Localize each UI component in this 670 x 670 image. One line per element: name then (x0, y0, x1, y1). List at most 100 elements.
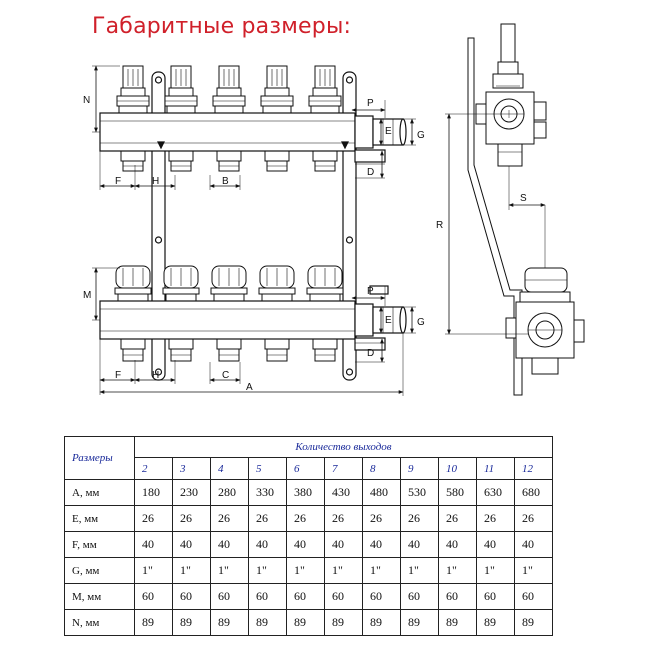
valve-head (306, 265, 344, 302)
dim-label-f-top: F (115, 176, 121, 187)
table-cell: 26 (438, 505, 477, 532)
side-bottom-outlet (531, 357, 559, 375)
outlet-count-cell: 7 (324, 457, 363, 480)
table-cell: 40 (286, 531, 325, 558)
table-cell: 26 (248, 505, 287, 532)
bracket-hole (154, 76, 163, 84)
table-corner-label: Размеры (64, 436, 135, 480)
table-cell: 430 (324, 479, 363, 506)
bracket-hole (154, 368, 163, 376)
outlet-count-cell: 2 (134, 457, 173, 480)
dim-label-d-bottom: D (367, 348, 374, 359)
outlet-fitting (312, 150, 338, 172)
side-dimension-lines (445, 110, 546, 335)
table-cell: 480 (362, 479, 401, 506)
table-cell: 89 (134, 609, 173, 636)
table-caption-row: Размеры Количество выходов (64, 436, 553, 480)
outlet-fitting (120, 150, 146, 172)
flowmeter (260, 65, 294, 114)
table-cell: 1" (210, 557, 249, 584)
table-cell: 1" (514, 557, 553, 584)
dim-label-r: R (436, 220, 443, 231)
row-label: M, мм (64, 583, 135, 610)
dim-label-b: B (222, 176, 229, 187)
table-cell: 60 (248, 583, 287, 610)
outlet-count-cell: 6 (286, 457, 325, 480)
dimension-lines (92, 65, 416, 396)
dim-label-g-bottom: G (417, 317, 425, 328)
dim-label-s: S (520, 193, 527, 204)
bracket-hole (345, 236, 354, 244)
row-label: F, мм (64, 531, 135, 558)
bracket-hole (345, 368, 354, 376)
flowmeter (116, 65, 150, 114)
outlet-fitting (168, 338, 194, 362)
table-cell: 89 (400, 609, 439, 636)
outlet-fitting (120, 338, 146, 362)
table-cell: 230 (172, 479, 211, 506)
table-cell: 530 (400, 479, 439, 506)
flowmeter-row (116, 65, 342, 114)
end-cap-face (399, 118, 407, 146)
table-cell: 40 (172, 531, 211, 558)
table-cell: 40 (476, 531, 515, 558)
table-cell: 1" (286, 557, 325, 584)
outlet-fitting (264, 150, 290, 172)
end-nut (354, 115, 374, 149)
table-cell: 26 (514, 505, 553, 532)
outlet-fitting (216, 338, 242, 362)
table-cell: 60 (476, 583, 515, 610)
table-cell: 40 (210, 531, 249, 558)
table-cell: 60 (400, 583, 439, 610)
top-fitting (369, 285, 389, 295)
bottom-outlet-row (120, 338, 338, 362)
end-cap (372, 118, 404, 146)
table-cell: 40 (438, 531, 477, 558)
table-cell: 1" (324, 557, 363, 584)
table-cell: 89 (438, 609, 477, 636)
return-manifold-bar (99, 285, 407, 351)
table-cell: 40 (134, 531, 173, 558)
dim-label-d-top: D (367, 167, 374, 178)
table-cell: 89 (248, 609, 287, 636)
table-cell: 60 (324, 583, 363, 610)
table-cell: 330 (248, 479, 287, 506)
row-label: G, мм (64, 557, 135, 584)
dim-label-c: C (222, 370, 229, 381)
table-cell: 60 (362, 583, 401, 610)
table-cell: 380 (286, 479, 325, 506)
outlet-fitting (168, 150, 194, 172)
flowmeter (308, 65, 342, 114)
table-cell: 1" (134, 557, 173, 584)
manifold-dimension-drawing: N M F H B P E G D F H C A P E G D R S (83, 23, 585, 396)
table-cell: 280 (210, 479, 249, 506)
valve-head (258, 265, 296, 302)
row-label: N, мм (64, 609, 135, 636)
table-cell: 40 (248, 531, 287, 558)
table-cell: 580 (438, 479, 477, 506)
outlet-fitting (216, 150, 242, 172)
bracket-hole (154, 236, 163, 244)
table-cell: 89 (476, 609, 515, 636)
table-cell: 60 (134, 583, 173, 610)
valve-head (114, 265, 152, 302)
dim-label-g-top: G (417, 130, 425, 141)
end-cap-face (399, 306, 407, 334)
table-cell: 26 (210, 505, 249, 532)
table-cell: 40 (324, 531, 363, 558)
dim-label-e-bottom: E (385, 315, 392, 326)
table-cell: 40 (514, 531, 553, 558)
outlet-count-cell: 8 (362, 457, 401, 480)
dim-label-n: N (83, 95, 90, 106)
dim-label-f-bottom: F (115, 370, 121, 381)
valve-head-row (114, 265, 344, 302)
side-bracket (467, 37, 523, 396)
outlet-count-cell: 12 (514, 457, 553, 480)
